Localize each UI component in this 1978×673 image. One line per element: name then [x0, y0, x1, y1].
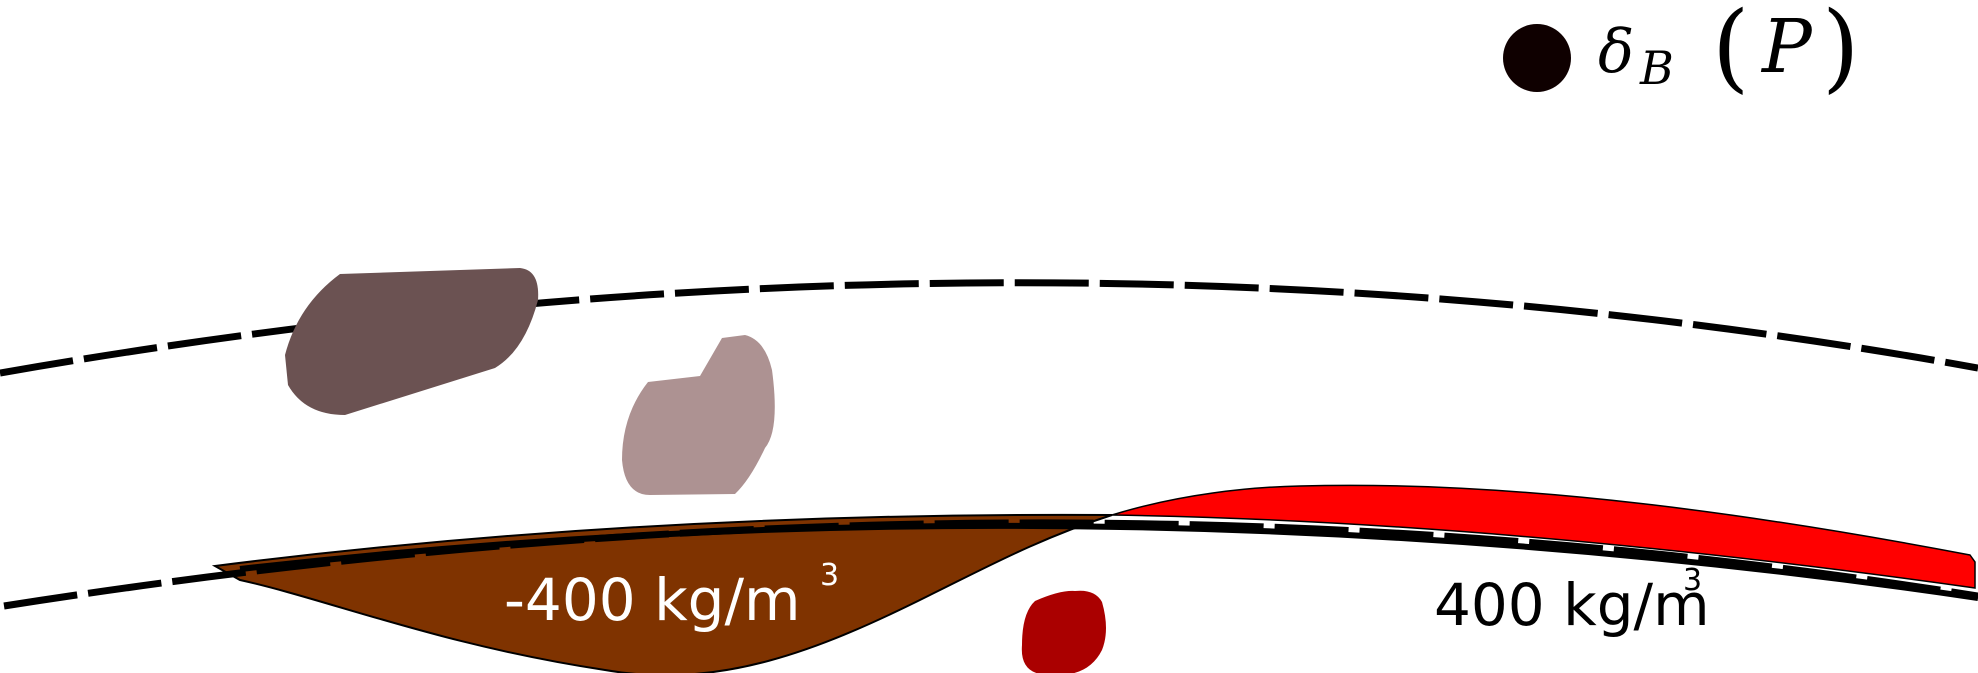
negative-density-label: -400 kg/m 3 [504, 558, 839, 634]
positive-density-layer [1111, 484, 1976, 589]
positive-density-exponent: 3 [1683, 563, 1702, 598]
legend-argument: P [1760, 4, 1813, 90]
legend-close-paren: ) [1822, 0, 1859, 103]
legend-expression: δ B ( P ) [1598, 0, 1859, 103]
positive-density-label: 400 kg/m 3 [1434, 563, 1715, 639]
positive-density-value: 400 kg/m [1434, 571, 1710, 639]
lower-dashed-surface [3, 519, 1978, 610]
red-anomalous-body [1021, 590, 1106, 673]
legend-symbol: δ [1598, 17, 1634, 87]
negative-density-value: -400 kg/m [504, 566, 801, 634]
light-anomalous-body [622, 335, 775, 495]
dark-anomalous-body [285, 268, 539, 415]
legend-dot-icon [1503, 24, 1571, 92]
legend-open-paren: ( [1712, 0, 1749, 103]
negative-density-exponent: 3 [820, 558, 839, 593]
legend-subscript: B [1639, 41, 1674, 95]
